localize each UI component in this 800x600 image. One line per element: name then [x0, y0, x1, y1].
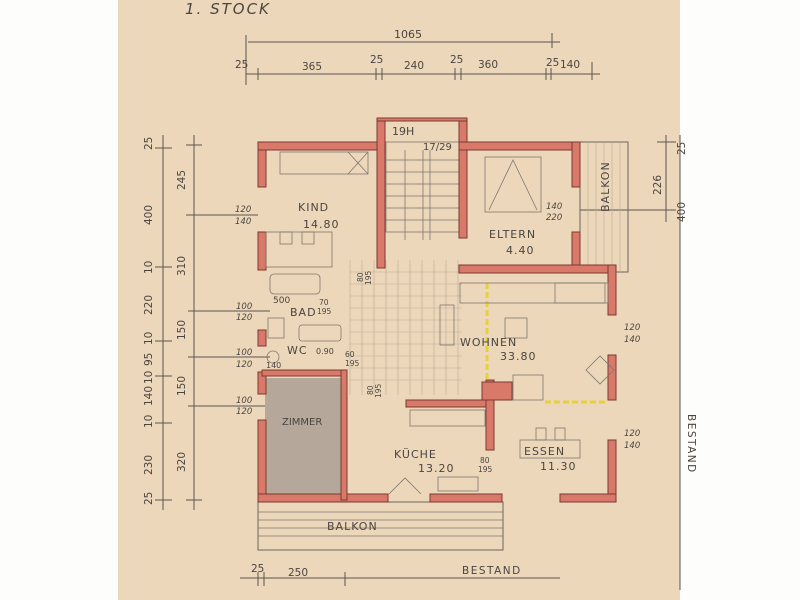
- window-labels: 120 140 100 120 100 120 100 120 140 220 …: [235, 202, 640, 451]
- dim-label: 220: [143, 295, 155, 315]
- room-name-wc: WC: [287, 344, 308, 357]
- balkon-bottom: [257, 501, 504, 551]
- wc-measure-label: 0.90: [316, 347, 334, 356]
- balkon-right-hatch: [587, 142, 621, 272]
- dim-label: 10: [143, 371, 155, 384]
- dim-label: 226: [652, 175, 664, 195]
- window-label: 140: [546, 202, 562, 212]
- door-label: 70: [319, 298, 329, 307]
- door-label: 195: [478, 465, 493, 474]
- dim-label: 25: [143, 492, 155, 505]
- left-outer-labels: 25 400 10 220 10 95 10 140 10 230 25: [143, 137, 155, 505]
- room-name-eltern: ELTERN: [489, 228, 536, 241]
- dim-label: 240: [404, 60, 424, 72]
- dim-label: 140: [560, 59, 580, 71]
- window-label: 120: [235, 205, 251, 215]
- hall-tiles: [349, 260, 462, 395]
- dim-label: 25: [235, 59, 248, 71]
- furniture: [265, 151, 615, 495]
- room-name-balkon-right: BALKON: [599, 161, 612, 212]
- dim-label: 10: [143, 261, 155, 274]
- room-name-balkon-bottom: BALKON: [327, 520, 378, 533]
- dim-label: 95: [143, 353, 155, 366]
- left-dimension-lines: [155, 135, 270, 510]
- room-area-wohnen: 33.80: [500, 350, 537, 363]
- room-name-zimmer: ZIMMER: [282, 417, 322, 428]
- bottom-dimension-lines: [240, 572, 560, 586]
- room-name-kueche: KÜCHE: [394, 448, 437, 461]
- stair-steps-label: 19H: [392, 125, 414, 138]
- window-label: 140: [235, 217, 251, 227]
- top-segment-labels: 25 365 25 240 25 360 25 140: [235, 54, 580, 73]
- window-label: 120: [624, 429, 640, 439]
- dim-label: 230: [143, 455, 155, 475]
- window-label: 120: [236, 407, 252, 417]
- window-label: 220: [546, 213, 562, 223]
- dim-label: 10: [143, 415, 155, 428]
- balkon-hatch: [258, 511, 503, 537]
- room-labels: KIND 14.80 ELTERN 4.40 BAD WC ZIMMER WOH…: [282, 161, 612, 533]
- door-label: 195: [364, 270, 373, 285]
- door-label: 80: [366, 385, 375, 395]
- plan-title: 1. STOCK: [185, 0, 271, 18]
- dim-label: 250: [288, 567, 308, 579]
- dim-label: 400: [143, 205, 155, 225]
- window-label: 120: [236, 360, 252, 370]
- walls: [257, 117, 617, 503]
- door-label: 60: [345, 350, 355, 359]
- window-label: 120: [624, 323, 640, 333]
- right-dimension-lines: [580, 135, 681, 590]
- zimmer-room: [265, 378, 345, 495]
- dim-label: 10: [143, 332, 155, 345]
- door-label: 80: [480, 456, 490, 465]
- dim-label: 245: [176, 170, 188, 190]
- room-name-kind: KIND: [298, 201, 329, 214]
- window-label: 140: [624, 441, 640, 451]
- room-area-kueche: 13.20: [418, 462, 455, 475]
- staircase: [385, 141, 460, 240]
- dim-label: 310: [176, 256, 188, 276]
- stair-ratio-label: 17/29: [423, 142, 452, 153]
- door-label: 195: [374, 383, 383, 398]
- window-label: 100: [236, 396, 252, 406]
- bestand-label-right: BESTAND: [685, 414, 697, 474]
- dim-label: 150: [176, 320, 188, 340]
- bestand-label-bottom: BESTAND: [462, 565, 522, 577]
- room-name-wohnen: WOHNEN: [460, 336, 517, 349]
- left-inner-labels: 245 310 150 150 320: [176, 170, 188, 472]
- room-area-kind: 14.80: [303, 218, 340, 231]
- dim-label: 320: [176, 452, 188, 472]
- dim-label: 140: [143, 386, 155, 406]
- dim-label: 150: [176, 376, 188, 396]
- door-labels: 80 195 70 195 60 195 80 195 80 195: [317, 270, 493, 474]
- dim-top-total: 1065: [394, 28, 422, 41]
- room-area-essen: 11.30: [540, 460, 577, 473]
- room-name-bad: BAD: [290, 306, 317, 319]
- window-label: 140: [624, 335, 640, 345]
- dim-label: 360: [478, 59, 498, 71]
- door-label: 195: [317, 307, 332, 316]
- room-area-eltern: 4.40: [506, 244, 535, 257]
- window-label: 120: [236, 313, 252, 323]
- wc-measure-label: 140: [266, 361, 281, 370]
- dim-label: 25: [450, 54, 463, 66]
- dim-label: 25: [676, 142, 688, 155]
- dim-label: 400: [676, 202, 688, 222]
- window-label: 100: [236, 348, 252, 358]
- bad-measure-label: 500: [273, 296, 290, 306]
- room-name-essen: ESSEN: [524, 445, 565, 458]
- window-label: 100: [236, 302, 252, 312]
- dim-label: 25: [251, 563, 264, 575]
- dim-label: 25: [370, 54, 383, 66]
- door-label: 80: [356, 272, 365, 282]
- dim-label: 25: [546, 57, 559, 69]
- top-dimension-lines: [245, 33, 600, 85]
- dim-label: 365: [302, 61, 322, 73]
- dim-label: 25: [143, 137, 155, 150]
- door-label: 195: [345, 359, 360, 368]
